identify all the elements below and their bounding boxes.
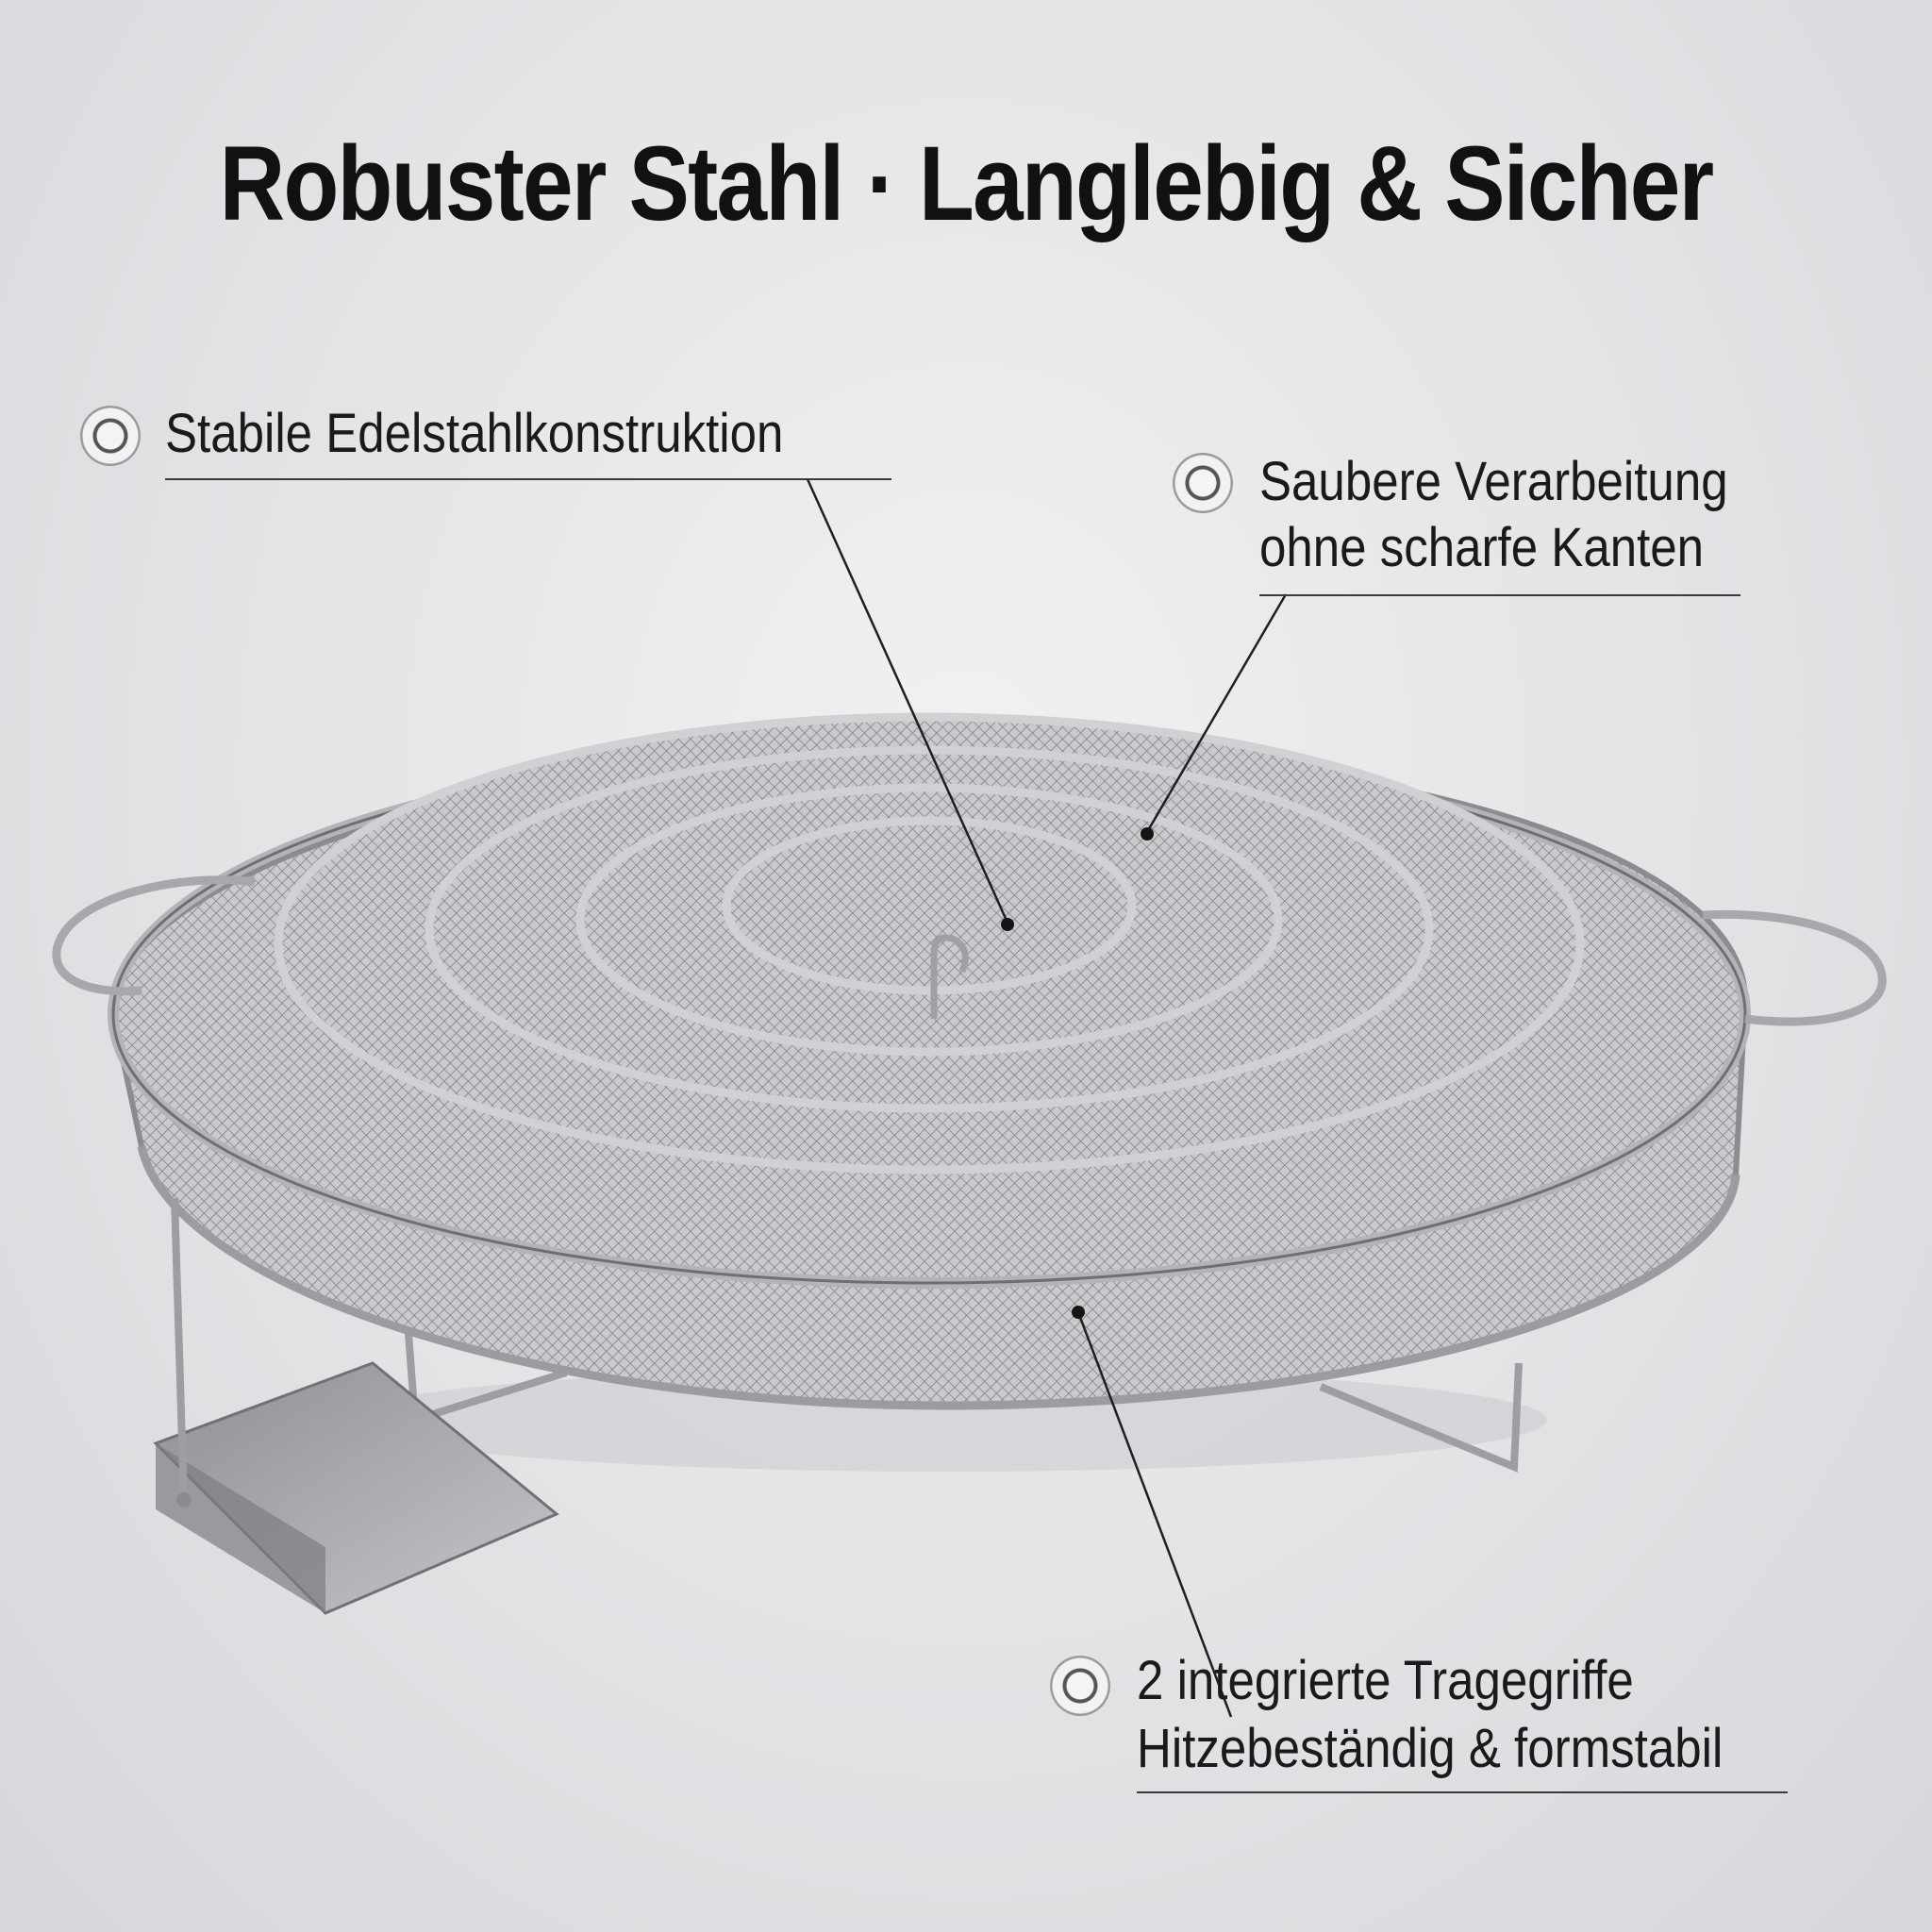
headline: Robuster Stahl · Langlebig & Sicher	[219, 125, 1715, 242]
spiral-center-curl	[930, 934, 969, 1019]
callout-finish-line-2: ohne scharfe Kanten	[1259, 517, 1705, 578]
callout-construction-underline	[165, 478, 891, 480]
floor-shadow	[340, 1368, 1547, 1472]
spiral-rings	[275, 713, 1584, 1174]
callout-handles-underline	[1137, 1791, 1788, 1793]
callout-construction-text: Stabile Edelstahlkonstruktion	[165, 403, 784, 464]
callout-construction: Stabile Edelstahlkonstruktion	[80, 401, 891, 486]
callout-finish-underline	[1259, 594, 1740, 596]
callout-handles: 2 integrierte Tragegriffe Hitzebeständig…	[1050, 1648, 1805, 1799]
callout-finish: Saubere Verarbeitung ohne scharfe Kanten	[1173, 451, 1776, 604]
callout-handles-line-1: 2 integrierte Tragegriffe	[1137, 1650, 1634, 1711]
leader-dots	[1001, 827, 1154, 1319]
ash-tray	[153, 1197, 559, 1615]
basket-handles	[52, 875, 1887, 1026]
target-circle-icon	[1050, 1656, 1110, 1716]
callout-handles-line-2: Hitzebeständig & formstabil	[1137, 1718, 1724, 1779]
target-circle-icon	[1173, 453, 1233, 513]
leader-lines	[806, 478, 1288, 1718]
callout-finish-line-1: Saubere Verarbeitung	[1259, 451, 1728, 512]
target-circle-icon	[80, 406, 141, 466]
